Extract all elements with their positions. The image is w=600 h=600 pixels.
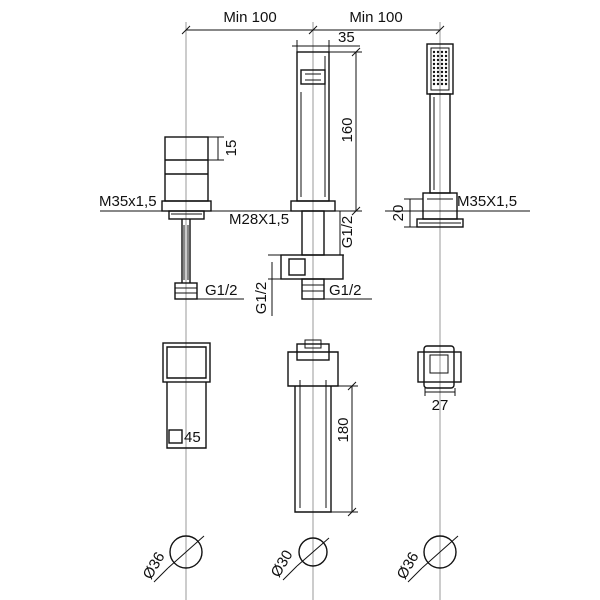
spout-side-connection-label: G1/2: [253, 282, 270, 315]
mixer-connection-callout: G1/2: [197, 282, 244, 300]
mixer-thread-label: M35x1,5: [99, 193, 157, 210]
spout-thread-label: M28X1,5: [229, 211, 289, 228]
spout-width-label: 35: [338, 29, 355, 46]
min-distance-right-label: Min 100: [349, 9, 402, 26]
hole-right-label: Ø36: [394, 549, 423, 582]
shower-square-label: 27: [432, 397, 449, 414]
mixer-square-label: 45: [184, 429, 201, 446]
mixer-connection-label: G1/2: [205, 282, 238, 299]
shower-thread-label: M35X1,5: [457, 193, 517, 210]
spout-bottom-connection-callout: G1/2: [324, 282, 372, 300]
spout-side-connection-callout: G1/2: [253, 254, 283, 316]
shower-base-dimension: 20: [390, 198, 423, 228]
spout-vertical-connection-callout: G1/2: [324, 210, 356, 256]
mixer-thread-callout: M35x1,5: [99, 193, 232, 212]
spout-thread-callout: M28X1,5: [228, 210, 335, 228]
mounting-hole-right: Ø36: [394, 535, 459, 583]
distance-dimension: Min 100 Min 100: [181, 9, 445, 35]
spout-side-view: [280, 51, 344, 300]
spout-height-label: 160: [339, 117, 356, 142]
hole-left-label: Ø36: [140, 549, 169, 582]
mounting-hole-middle: Ø30: [268, 537, 330, 581]
shower-thread-callout: M35X1,5: [385, 193, 530, 212]
spout-length-label: 180: [335, 417, 352, 442]
spout-vertical-connection-label: G1/2: [339, 216, 356, 249]
spout-bottom-connection-label: G1/2: [329, 282, 362, 299]
mixer-front-view: 45: [162, 342, 211, 449]
shower-nozzle-dots: [432, 50, 448, 86]
spout-length-dimension: 180: [331, 381, 358, 517]
hole-middle-label: Ø30: [268, 547, 297, 580]
shower-base-label: 20: [390, 205, 407, 222]
mounting-hole-left: Ø36: [140, 535, 205, 583]
hand-shower-top-view: 27: [417, 345, 462, 414]
hand-shower-side-view: [416, 43, 464, 228]
spout-width-dimension: 35: [292, 29, 360, 52]
mixer-top-label: 15: [223, 140, 240, 157]
spout-height-dimension: 160: [329, 47, 362, 216]
mixer-top-dimension: 15: [208, 136, 240, 161]
min-distance-left-label: Min 100: [223, 9, 276, 26]
